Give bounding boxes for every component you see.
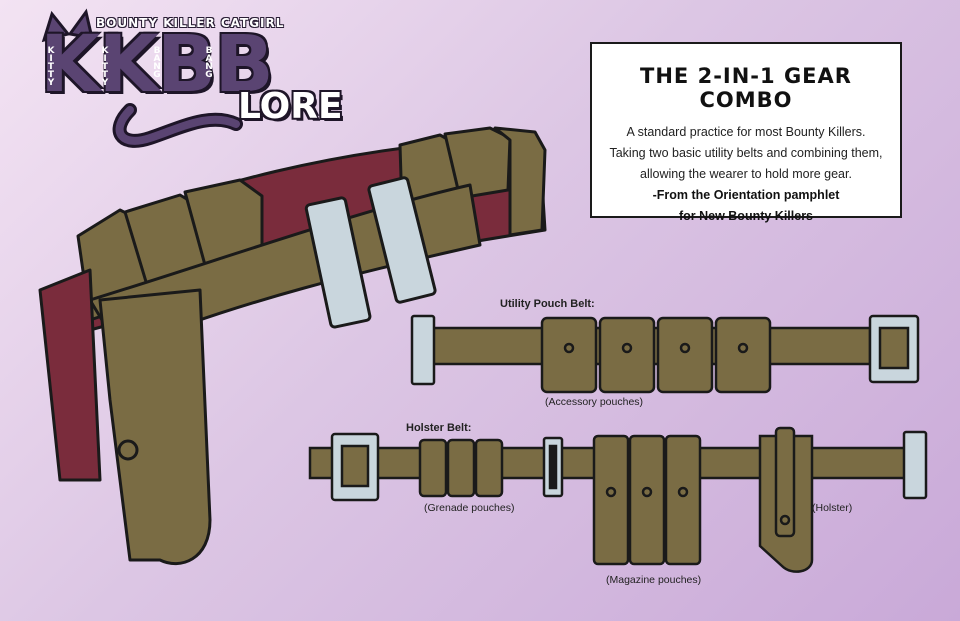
combined-belt-drawing — [38, 126, 547, 566]
logo-cat-decor — [41, 8, 243, 148]
utility-belt-label: Utility Pouch Belt: — [500, 298, 595, 310]
info-title: THE 2-IN-1 GEAR COMBO — [640, 64, 852, 112]
holster-label: (Holster) — [812, 502, 853, 514]
holster-belt-drawing — [308, 426, 928, 573]
info-line: A standard practice for most Bounty Kill… — [626, 125, 866, 139]
logo-vertical-word: KITTY — [46, 46, 56, 86]
info-line: allowing the wearer to hold more gear. — [640, 167, 852, 181]
logo-vertical-word: BANG — [152, 46, 162, 78]
info-line: Taking two basic utility belts and combi… — [609, 146, 883, 160]
accessory-pouches-label: (Accessory pouches) — [545, 396, 644, 408]
utility-pouch-belt-drawing — [410, 314, 920, 394]
grenade-pouches-label: (Grenade pouches) — [424, 502, 515, 514]
holster-belt-label: Holster Belt: — [406, 422, 472, 434]
logo-lore: LORE — [238, 86, 343, 127]
info-box: THE 2-IN-1 GEAR COMBO A standard practic… — [590, 42, 902, 223]
logo-letters: KKBB — [40, 20, 274, 110]
info-source: -From the Orientation pamphlet — [652, 188, 840, 202]
logo-vertical-word: BANG — [204, 46, 214, 78]
magazine-pouches-label: (Magazine pouches) — [606, 574, 702, 586]
logo-tagline: BOUNTY KILLER CATGIRL — [96, 16, 285, 30]
logo-vertical-word: KITTY — [100, 46, 110, 86]
info-source: for New Bounty Killers — [678, 209, 814, 223]
info-description: A standard practice for most Bounty Kill… — [592, 122, 900, 227]
